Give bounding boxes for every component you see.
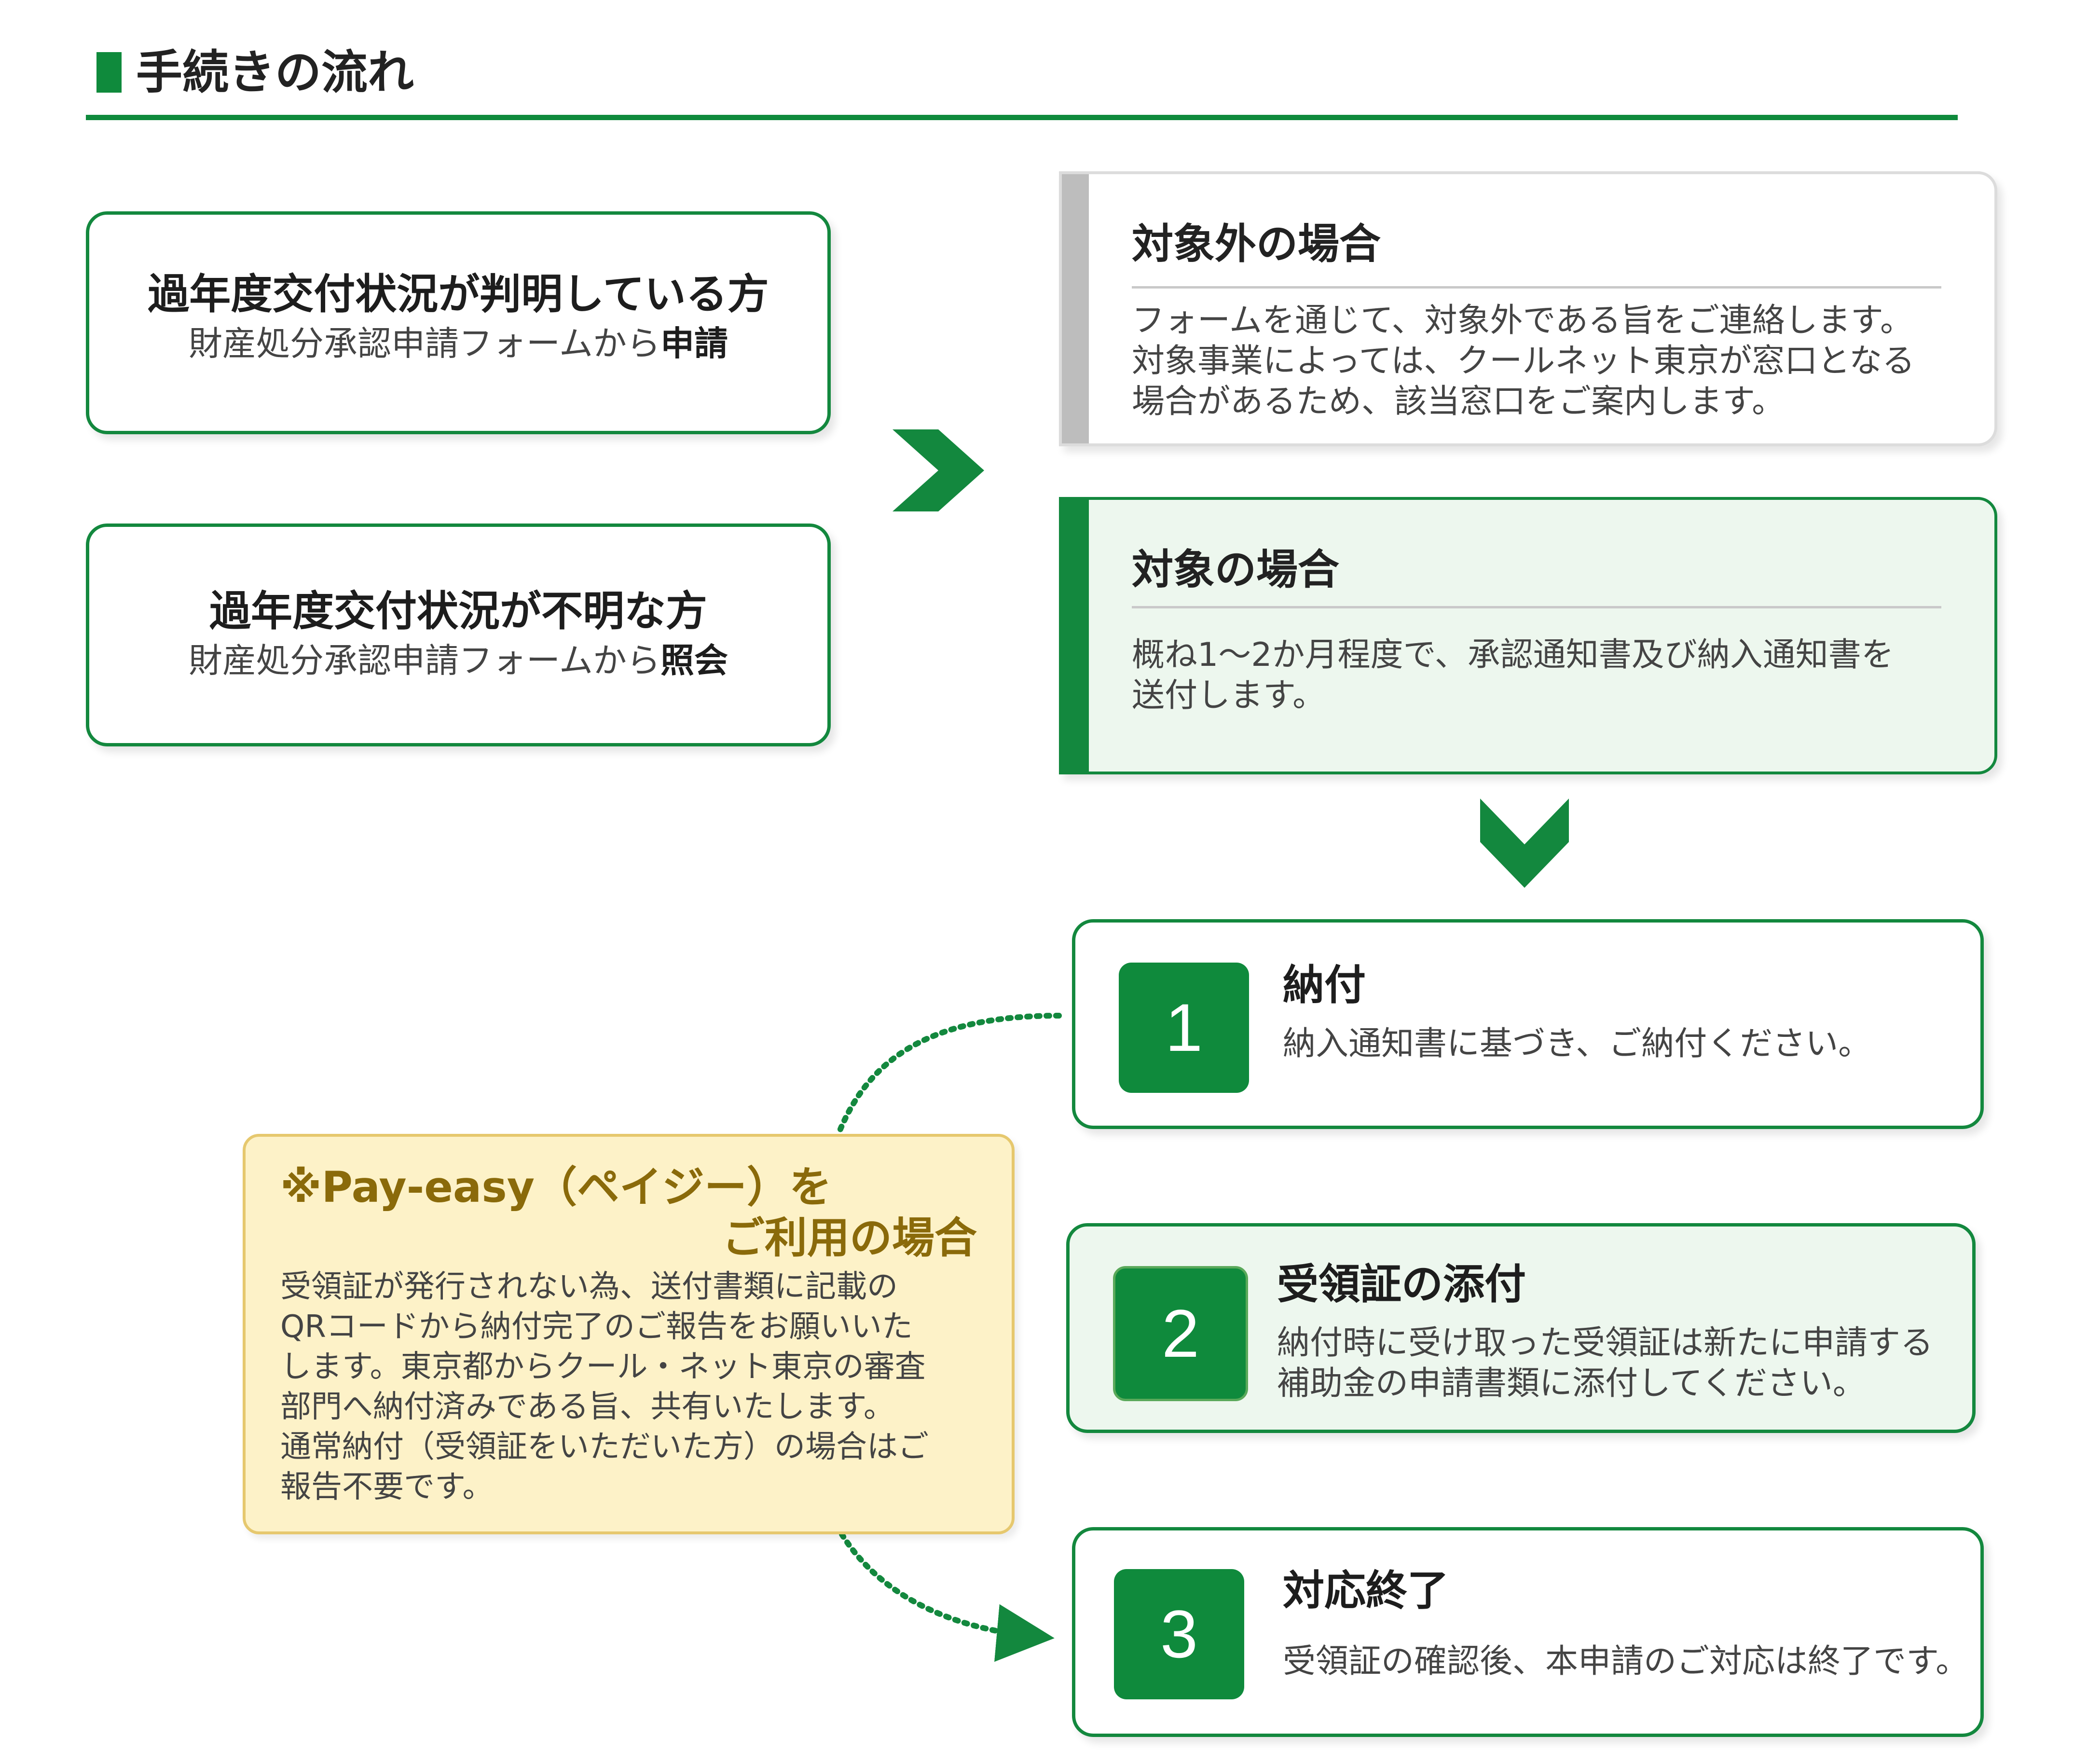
step-number-badge: 1 [1119,963,1249,1093]
case-card-line: 概ね1〜2か月程度で、承認通知書及び納入通知書を [1132,636,1894,674]
step-body: 納付時に受け取った受領証は新たに申請する 補助金の申請書類に添付してください。 [1277,1323,1933,1404]
case-card-body: フォームを通じて、対象外である旨をご連絡します。 対象事業によっては、クールネッ… [1132,301,1965,422]
note-title-line2: ご利用の場合 [722,1213,977,1263]
entry-box-subtitle: 財産処分承認申請フォームから申請 [89,321,827,366]
entry-box-subtitle-emphasis: 申請 [660,324,728,363]
step-number-badge: 3 [1114,1569,1244,1699]
entry-box-title: 過年度交付状況が不明な方 [209,587,707,635]
dotted-connector-upper [837,1013,1062,1134]
case-card-body: 概ね1〜2か月程度で、承認通知書及び納入通知書を 送付します。 [1132,635,1965,716]
page-title: 手続きの流れ [136,45,414,99]
step-box-payment: 1 納付 納入通知書に基づき、ご納付ください。 [1072,919,1984,1129]
chevron-down-icon [1480,799,1569,888]
entry-box-subtitle: 財産処分承認申請フォームから照会 [89,638,827,683]
case-card-divider [1132,286,1941,289]
note-body: 受領証が発行されない為、送付書類に記載の QRコードから納付完了のご報告をお願い… [280,1267,929,1507]
step-line: 補助金の申請書類に添付してください。 [1277,1364,1866,1403]
case-card-title: 対象の場合 [1132,546,1339,594]
note-title-line1: ※Pay-easy（ペイジー）を [280,1162,832,1212]
note-line: 報告不要です。 [280,1469,494,1505]
case-card-not-eligible: 対象外の場合 フォームを通じて、対象外である旨をご連絡します。 対象事業によって… [1059,171,1997,446]
note-line: 部門へ納付済みである旨、共有いたします。 [280,1389,894,1425]
case-card-title: 対象外の場合 [1132,220,1381,268]
note-line: 受領証が発行されない為、送付書類に記載の [280,1269,898,1305]
entry-box-subtitle-text: 財産処分承認申請フォームから [189,641,660,680]
step-number-badge: 2 [1113,1266,1248,1401]
case-card-line: フォームを通じて、対象外である旨をご連絡します。 [1132,302,1913,340]
step-box-receipt: 2 受領証の添付 納付時に受け取った受領証は新たに申請する 補助金の申請書類に添… [1066,1223,1976,1433]
heading-underline [86,115,1958,120]
entry-box-subtitle-emphasis: 照会 [660,641,728,680]
step-title: 受領証の添付 [1277,1260,1526,1309]
entry-box-subtitle-text: 財産処分承認申請フォームから [189,324,660,363]
case-card-divider [1132,606,1941,608]
entry-box-unknown: 過年度交付状況が不明な方 財産処分承認申請フォームから照会 [86,524,831,746]
case-card-bar [1062,500,1089,772]
step-line: 納付時に受け取った受領証は新たに申請する [1277,1324,1934,1362]
entry-box-title: 過年度交付状況が判明している方 [148,270,769,318]
step-title: 納付 [1283,961,1366,1009]
entry-box-known: 過年度交付状況が判明している方 財産処分承認申請フォームから申請 [86,211,831,434]
case-card-eligible: 対象の場合 概ね1〜2か月程度で、承認通知書及び納入通知書を 送付します。 [1059,497,1997,774]
step-line: 納入通知書に基づき、ご納付ください。 [1283,1025,1871,1063]
note-line: 通常納付（受領証をいただいた方）の場合はご [280,1429,929,1465]
pay-easy-note: ※Pay-easy（ペイジー）を ご利用の場合 受領証が発行されない為、送付書類… [243,1134,1015,1534]
step-title: 対応終了 [1283,1567,1449,1615]
step-body: 納入通知書に基づき、ご納付ください。 [1283,1024,1871,1064]
step-line: 受領証の確認後、本申請のご対応は終了です。 [1283,1642,1969,1681]
case-card-line: 場合があるため、該当窓口をご案内します。 [1132,383,1785,421]
case-card-bar [1062,174,1089,443]
case-card-line: 対象事業によっては、クールネット東京が窓口となる [1132,342,1915,380]
step-body: 受領証の確認後、本申請のご対応は終了です。 [1283,1641,1968,1682]
dotted-arrow-lower [839,1531,1055,1662]
case-card-line: 送付します。 [1132,676,1326,715]
note-line: します。東京都からクール・ネット東京の審査 [280,1349,926,1385]
heading-marker [96,52,122,93]
step-box-complete: 3 対応終了 受領証の確認後、本申請のご対応は終了です。 [1072,1527,1984,1737]
chevron-right-icon [893,429,984,511]
note-line: QRコードから納付完了のご報告をお願いいた [280,1309,913,1345]
